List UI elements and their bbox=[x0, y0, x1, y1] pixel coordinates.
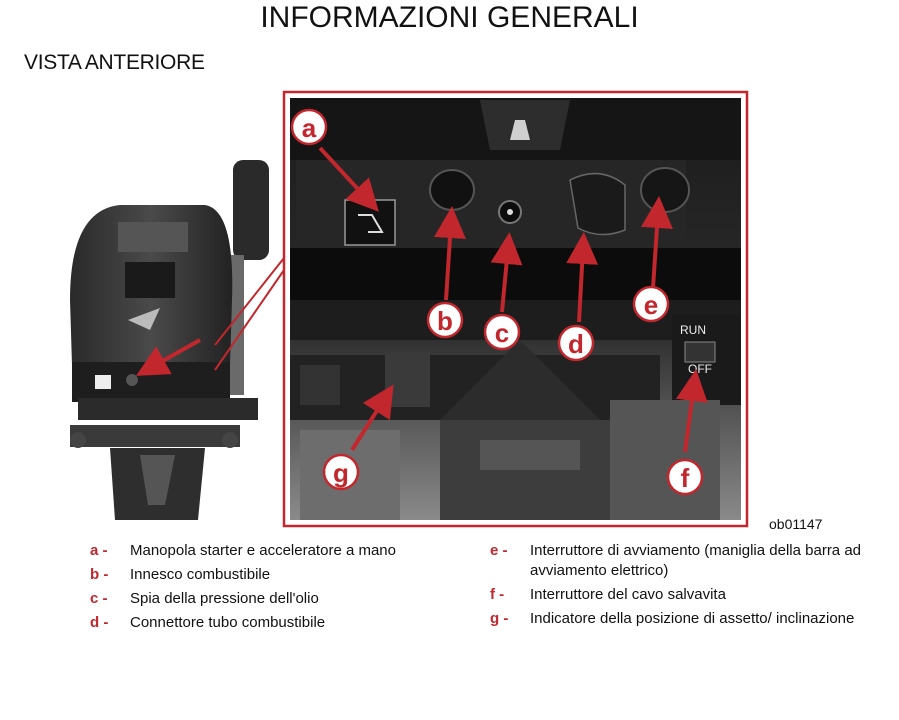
page-title: INFORMAZIONI GENERALI bbox=[260, 1, 639, 34]
arrow-d bbox=[566, 232, 599, 323]
svg-text:d: d bbox=[568, 329, 584, 359]
callout-c: c bbox=[483, 313, 521, 351]
legend-item-b: b - Innesco combustibile bbox=[90, 565, 470, 585]
legend-left: a - Manopola starter e acceleratore a ma… bbox=[90, 541, 470, 637]
small-choke-knob-icon bbox=[95, 375, 111, 389]
start-button-icon bbox=[640, 167, 690, 213]
tiller-arm bbox=[230, 255, 244, 395]
arrow-g bbox=[350, 384, 394, 452]
legend-item-d: d - Connettore tubo combustibile bbox=[90, 613, 470, 633]
callout-g: g bbox=[322, 453, 360, 491]
legend-letter: g - bbox=[490, 610, 509, 627]
callout-arrows bbox=[318, 146, 708, 453]
svg-text:c: c bbox=[495, 318, 509, 348]
cowl-label-plate bbox=[118, 222, 188, 252]
clamp-bracket bbox=[78, 398, 258, 420]
legend-text: Spia della pressione dell'olio bbox=[130, 590, 319, 607]
svg-text:a: a bbox=[302, 113, 317, 143]
run-label: RUN bbox=[680, 323, 706, 337]
legend-letter: c - bbox=[90, 590, 108, 607]
legend-letter: f - bbox=[490, 586, 505, 603]
arrow-e bbox=[640, 196, 673, 289]
trim-indicator-decal bbox=[385, 352, 430, 407]
choke-knob-icon bbox=[344, 199, 396, 246]
tiller-grip bbox=[233, 160, 269, 260]
svg-text:f: f bbox=[681, 463, 690, 493]
legend-text: Connettore tubo combustibile bbox=[130, 614, 326, 631]
callout-markers: a b c d e f g bbox=[290, 108, 704, 496]
zoom-connector-bottom bbox=[214, 269, 285, 371]
fuel-connector-icon bbox=[569, 172, 626, 236]
svg-text:e: e bbox=[644, 290, 658, 320]
legend-item-f: f - Interruttore del cavo salvavita bbox=[490, 585, 870, 605]
off-label: OFF bbox=[688, 362, 712, 376]
legend-letter: b - bbox=[90, 566, 109, 583]
cowl-handle bbox=[125, 262, 175, 298]
legend-right: e - Interruttore di avviamento (maniglia… bbox=[490, 541, 870, 633]
legend-text: Indicatore della posizione di assetto/ i… bbox=[530, 610, 855, 627]
primer-bulb-icon bbox=[429, 169, 475, 211]
svg-text:b: b bbox=[437, 306, 453, 336]
legend-letter: d - bbox=[90, 614, 109, 631]
legend-text: Innesco combustibile bbox=[130, 566, 271, 583]
small-primer-icon bbox=[126, 374, 138, 386]
legend-text: Manopola starter e acceleratore a mano bbox=[130, 542, 396, 559]
zoom-connector-top bbox=[214, 257, 285, 346]
legend-item-g: g - Indicatore della posizione di assett… bbox=[490, 609, 870, 629]
outboard-illustration: RUN OFF a bbox=[70, 90, 749, 528]
svg-text:g: g bbox=[333, 458, 349, 488]
legend-item-a: a - Manopola starter e acceleratore a ma… bbox=[90, 541, 470, 561]
legend-letter: e - bbox=[490, 542, 508, 559]
arrow-a bbox=[318, 146, 379, 212]
brand-logo-icon bbox=[128, 308, 160, 330]
arrow-b bbox=[434, 206, 466, 301]
brand-emblem-icon bbox=[510, 120, 530, 140]
arrow-c bbox=[490, 232, 523, 313]
callout-f: f bbox=[666, 458, 704, 496]
callout-e: e bbox=[632, 285, 670, 323]
callout-b: b bbox=[426, 301, 464, 339]
section-subtitle: VISTA ANTERIORE bbox=[24, 51, 205, 74]
legend-item-e: e - Interruttore di avviamento (maniglia… bbox=[490, 541, 870, 581]
legend-letter: a - bbox=[90, 542, 108, 559]
arrow-f bbox=[676, 369, 708, 453]
figure-id: ob01147 bbox=[769, 516, 823, 532]
lanyard-switch-icon bbox=[684, 341, 716, 363]
legend-text: Interruttore di avviamento (maniglia del… bbox=[530, 542, 862, 579]
legend-item-c: c - Spia della pressione dell'olio bbox=[90, 589, 470, 609]
legend-text: Interruttore del cavo salvavita bbox=[530, 586, 726, 603]
detail-view: RUN OFF bbox=[282, 90, 749, 528]
callout-a: a bbox=[290, 108, 328, 146]
mount-bar bbox=[70, 425, 240, 447]
overview-arrow bbox=[136, 338, 201, 376]
engine-overview bbox=[70, 160, 285, 520]
callout-d: d bbox=[557, 324, 595, 362]
front-view-figure: RUN OFF a bbox=[70, 90, 823, 532]
